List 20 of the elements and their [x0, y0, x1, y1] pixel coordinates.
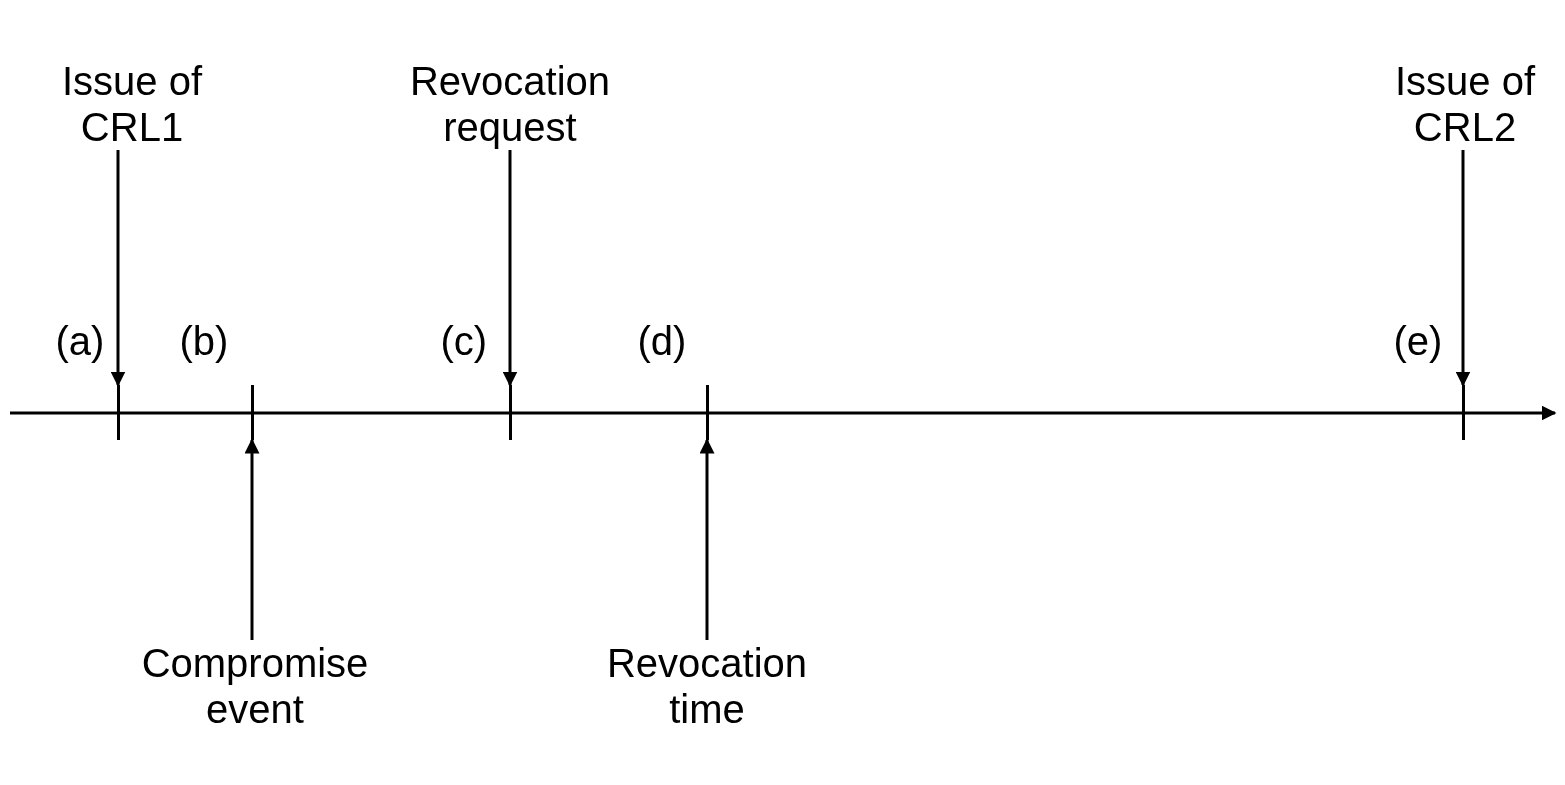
- arrow: [110, 150, 126, 387]
- arrow: [699, 438, 715, 640]
- event-label: Issue of CRL2: [1375, 58, 1555, 150]
- tick-mark: [1461, 385, 1465, 440]
- tick-mark: [250, 385, 254, 440]
- event-label: Revocation request: [380, 58, 640, 150]
- tick-label: (e): [1393, 318, 1443, 364]
- event-label: Issue of CRL1: [32, 58, 232, 150]
- tick-label: (a): [55, 318, 105, 364]
- arrow: [244, 438, 260, 640]
- tick-label: (b): [179, 318, 229, 364]
- arrow: [1455, 150, 1471, 387]
- tick-mark: [508, 385, 512, 440]
- tick-label: (d): [637, 318, 687, 364]
- tick-mark: [116, 385, 120, 440]
- tick-mark: [705, 385, 709, 440]
- tick-label: (c): [440, 318, 488, 364]
- event-label: Compromise event: [125, 640, 385, 732]
- event-label: Revocation time: [577, 640, 837, 732]
- arrow: [502, 150, 518, 387]
